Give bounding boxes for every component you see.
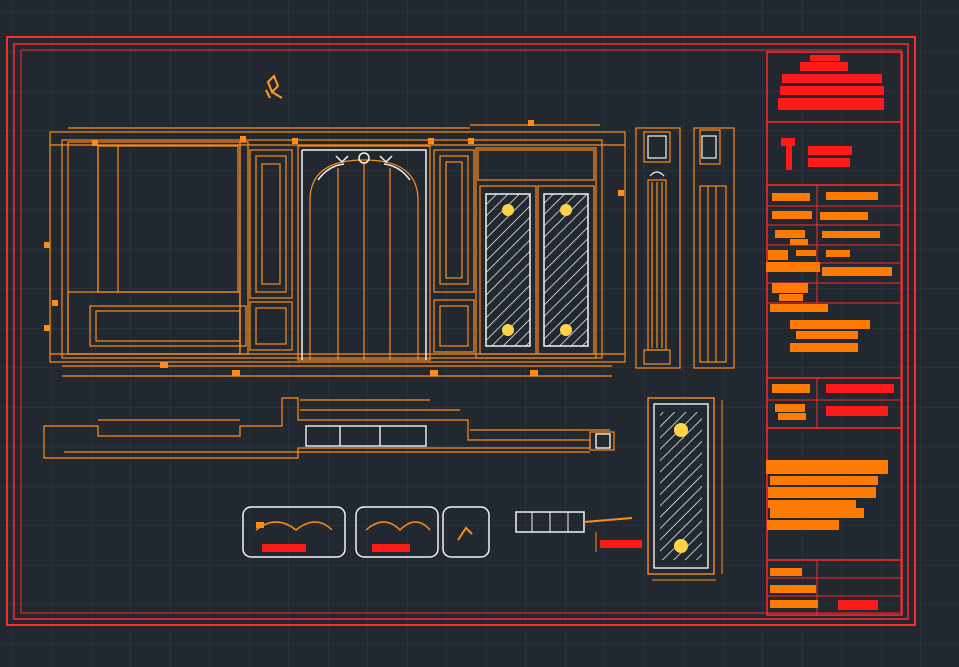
title-block-red-fields [826,384,894,610]
detail-callout-2[interactable] [355,506,439,558]
detail-callout-1[interactable] [242,506,346,558]
plan-detail-white [305,425,611,449]
client-logo [781,138,852,170]
column-elevation[interactable] [635,127,735,369]
detail-callout-3[interactable] [442,506,490,558]
arch-ornament [301,149,427,360]
title-block-fields [766,192,892,608]
sheet-frame [6,36,916,626]
dimension-ticks [44,120,624,376]
title-block[interactable] [766,51,903,616]
hardware-detail[interactable] [515,511,642,552]
glass-door-panels [485,193,589,347]
plan-section[interactable] [43,397,615,459]
column-capital [647,135,717,177]
symbol-marker [265,74,283,99]
company-logo [778,55,884,110]
glass-panel-detail[interactable] [647,397,723,581]
